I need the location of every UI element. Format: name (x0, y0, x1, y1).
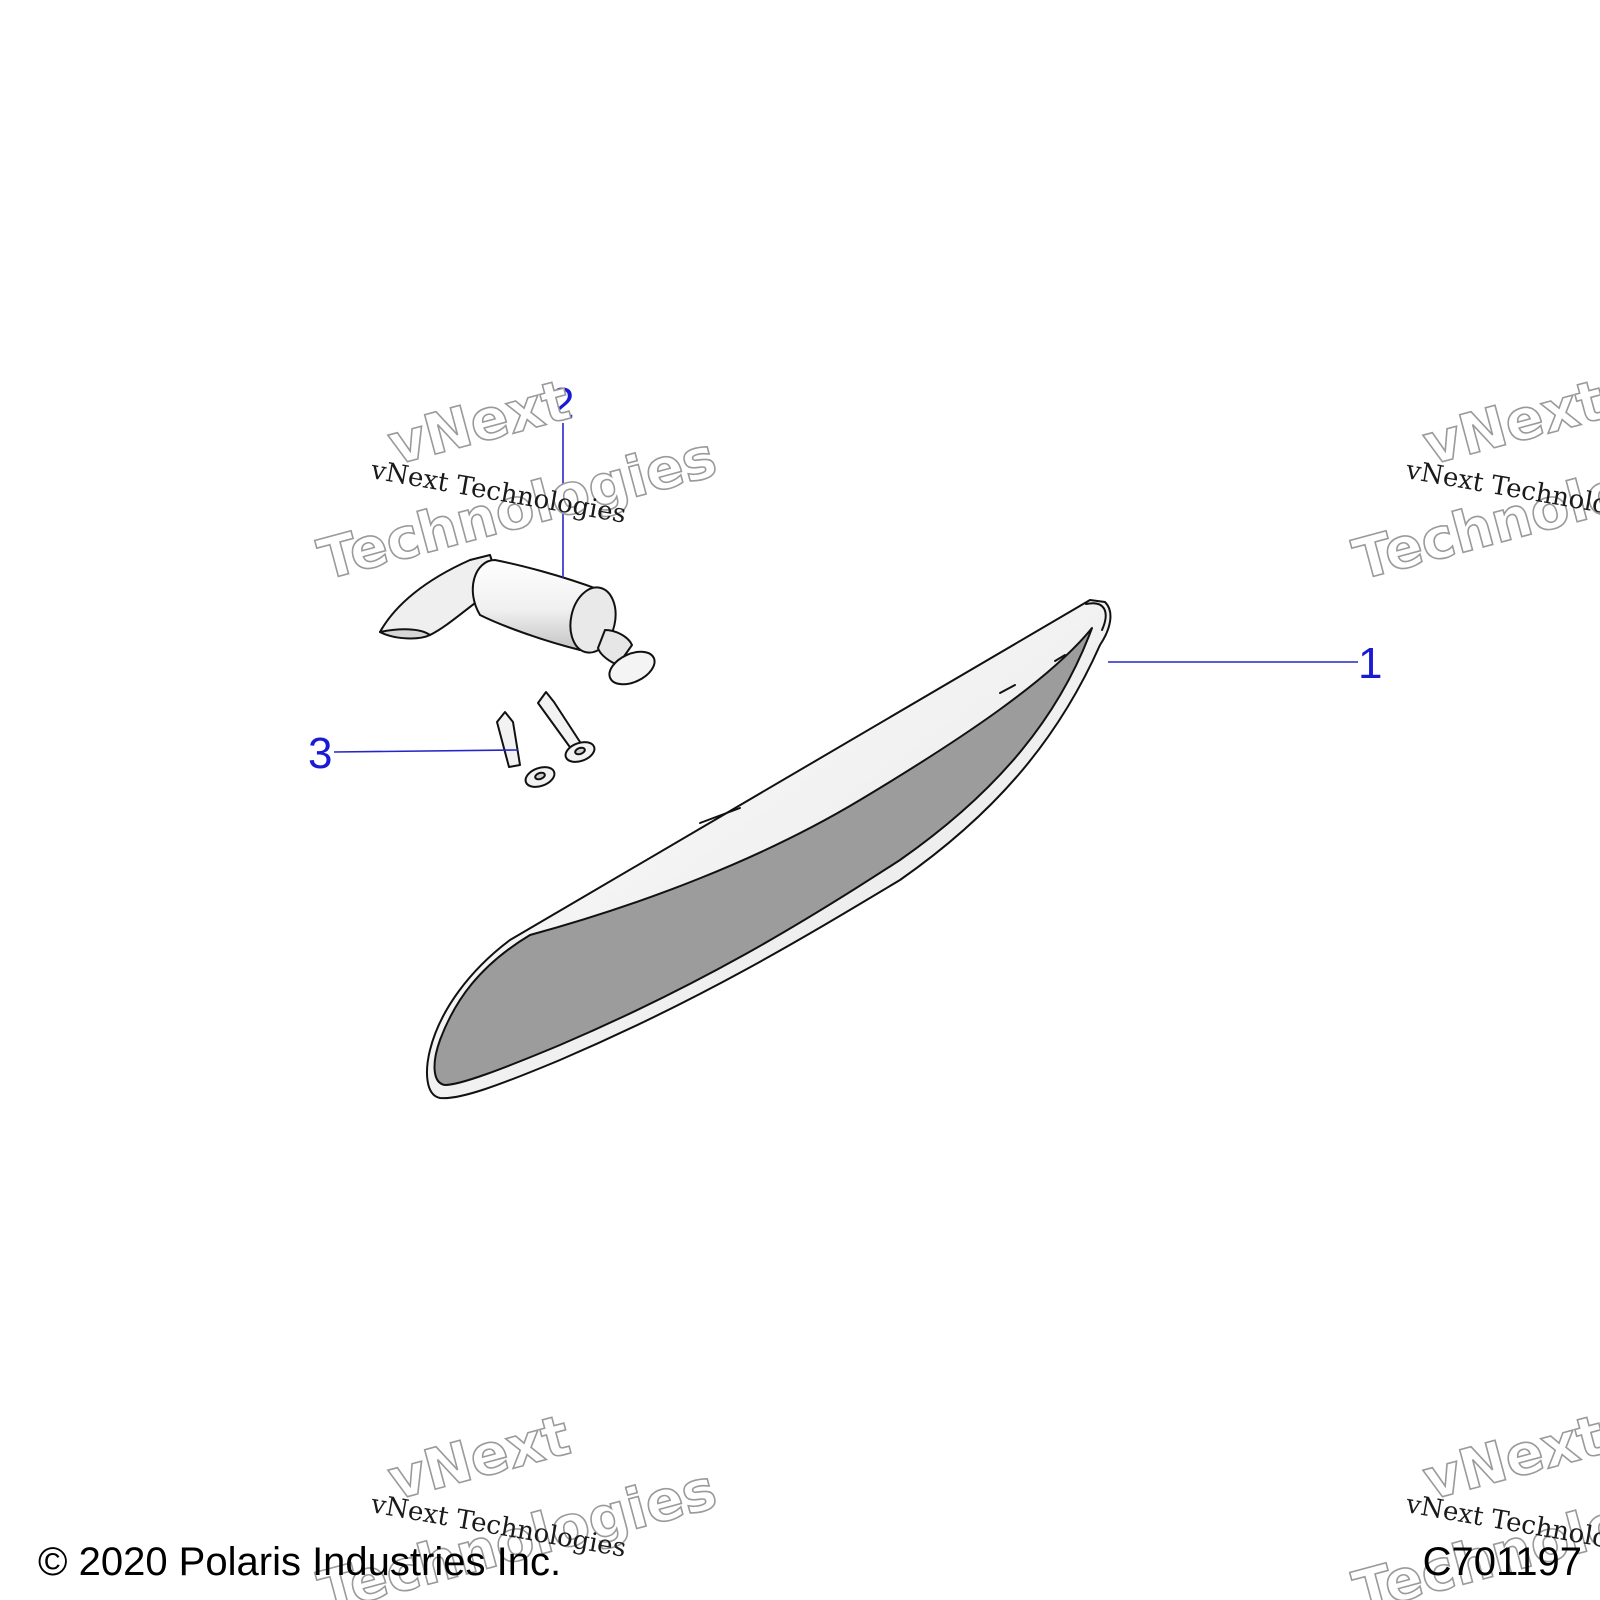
callout-1: 1 (1358, 639, 1382, 688)
screw (537, 691, 596, 763)
figure-code: C701197 (1423, 1540, 1582, 1584)
leader-line-3 (333, 749, 519, 753)
watermark-top-right: vNext Technologies vNext Technologies (1346, 367, 1600, 594)
mirror-mount-part (379, 554, 656, 686)
mirror-glass-part (426, 599, 1112, 1100)
callout-2: 2 (550, 379, 574, 428)
watermark-top-left: vNext Technologies vNext Technologies (311, 367, 724, 594)
screws-part (496, 691, 596, 788)
callout-3: 3 (308, 729, 332, 778)
copyright-text: © 2020 Polaris Industries Inc. (38, 1540, 561, 1584)
screw (496, 711, 556, 788)
